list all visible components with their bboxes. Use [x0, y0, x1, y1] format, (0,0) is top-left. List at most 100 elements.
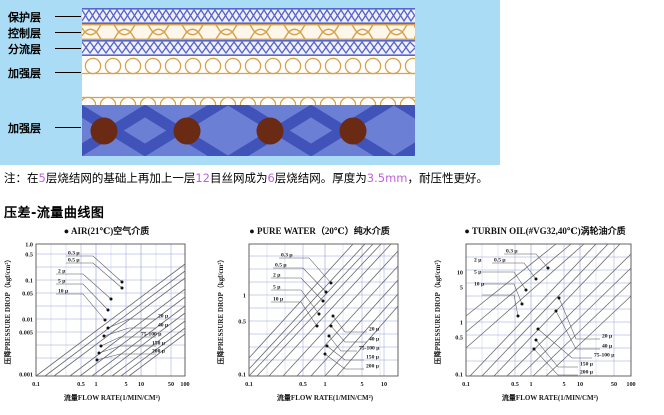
chart-air-ytick-4: 0.01 — [22, 317, 33, 324]
chart-water-xtick-2: 1 — [323, 381, 326, 388]
chart-air-label-3: 5 μ — [58, 279, 66, 285]
leader-line-diversion — [55, 48, 81, 49]
note-suffix: ，耐压性更好。 — [407, 171, 489, 185]
note-value-thickness: 3.5mm — [366, 171, 408, 185]
leader-line-reinforce-lower — [55, 127, 81, 128]
chart-air-xlabel: 流量FLOW RATE(1/MIN/CM²) — [64, 393, 161, 402]
chart-air-xtick-4: 10 — [138, 381, 144, 388]
diversion-layer-band — [82, 40, 415, 56]
chart-water-xtick-0: 0.1 — [245, 381, 253, 388]
chart-water-label-3: 5 μ — [273, 285, 281, 291]
bullet-icon: ● — [63, 226, 70, 236]
layer-label-diversion: 分流层 — [8, 43, 41, 56]
chart-air-label-1: 0.5 μ — [68, 258, 80, 264]
chart-turbine-oil-title-text: TURBIN OIL(#VG32,40℃)涡轮油介质 — [471, 226, 626, 236]
chart-water-label-6: 40 μ — [369, 337, 380, 343]
chart-air-title: ● AIR(21℃)空气介质 — [0, 224, 213, 237]
control-layer-band — [82, 24, 415, 40]
chart-oil-label-1: 0.5 μ — [494, 258, 506, 264]
chart-water-label-0: 0.3 μ — [281, 253, 293, 259]
chart-oil-xtick-4: 10 — [577, 381, 583, 388]
chart-air-ylabel: 压降PRESSURE DROP（kgf/cm²） — [3, 256, 12, 365]
chart-water-xtick-1: 0.5 — [299, 381, 307, 388]
chart-air-xtick-1: 0.5 — [77, 381, 85, 388]
chart-air-plot: 0.3 μ 0.5 μ 2 μ 5 μ 10 μ 20 μ 40 μ 75-10… — [3, 242, 190, 403]
chart-air-label-7: 75-100 μ — [141, 332, 162, 338]
chart-oil-xtick-2: 1 — [529, 381, 532, 388]
chart-air-xtick-2: 1 — [94, 381, 97, 388]
note-value-5layer: 5 — [38, 171, 46, 185]
chart-oil-label-5: 20 μ — [602, 334, 613, 340]
chart-water-xtick-4: 10 — [381, 381, 387, 388]
leader-line-control — [55, 32, 81, 33]
chart-air-xtick-6: 100 — [180, 381, 189, 388]
note-value-12mesh: 12 — [195, 171, 210, 185]
chart-oil-ytick-0: 0.1 — [455, 372, 463, 379]
chart-oil-ylabel: 压降PRESSURE DROP（kgf/cm²） — [433, 256, 442, 365]
reinforcement-lower-weave-band — [82, 105, 415, 156]
chart-water-label-8: 150 μ — [366, 355, 380, 361]
reinforcement-upper-gap — [82, 76, 415, 95]
chart-water-xtick-3: 5 — [360, 381, 363, 388]
mesh-cross-section-panel: 保护层 控制层 分流层 加强层 加强层 — [0, 0, 500, 165]
chart-turbine-oil-plot: 0.3 μ 0.5 μ 2 μ 5 μ 10 μ 20 μ 40 μ 75-10… — [433, 243, 636, 402]
section-heading-pressure-flow-curves: 压差-流量曲线图 — [4, 206, 105, 221]
chart-water-label-7: 75-100 μ — [359, 346, 380, 352]
chart-air-label-2: 2 μ — [58, 269, 66, 275]
chart-oil-xtick-5: 50 — [611, 381, 617, 388]
chart-air-label-8: 150 μ — [152, 341, 166, 347]
chart-air-label-5: 20 μ — [158, 314, 169, 320]
chart-oil-label-3: 5 μ — [474, 270, 482, 276]
chart-water-label-9: 200 μ — [366, 364, 380, 370]
note-mid-2: 目丝网成为 — [209, 171, 268, 185]
chart-air-ytick-1: 0.5 — [25, 252, 33, 259]
chart-water-ytick-0: 1 — [243, 293, 246, 300]
chart-water-ytick-1: 0.5 — [238, 319, 246, 326]
chart-air-ytick-2: 0.1 — [25, 278, 33, 285]
bullet-icon: ● — [249, 226, 255, 236]
note-mid-1: 层烧结网的基础上再加上一层 — [45, 171, 196, 185]
note-mid-3: 层烧结网。厚度为 — [274, 171, 367, 185]
leader-line-protective — [55, 16, 81, 17]
chart-air-ytick-3: 0.05 — [22, 291, 33, 298]
chart-oil-ytick-4: 10 — [457, 270, 463, 277]
chart-water-label-2: 2 μ — [273, 273, 281, 279]
chart-turbine-oil: ● TURBIN OIL(#VG32,40℃)涡轮油介质 — [426, 222, 664, 415]
chart-oil-label-2: 2 μ — [474, 258, 482, 264]
chart-air-ytick-6: 0.001 — [19, 372, 33, 379]
chart-water-label-4: 10 μ — [273, 297, 284, 303]
chart-air-title-text: AIR(21℃)空气介质 — [70, 226, 150, 236]
chart-air-label-9: 200 μ — [152, 349, 166, 355]
chart-oil-xtick-0: 0.1 — [462, 381, 470, 388]
bullet-icon: ● — [464, 226, 470, 236]
note-line: 注：在5层烧结网的基础上再加上一层12目丝网成为6层烧结网。厚度为3.5mm，耐… — [4, 170, 660, 186]
chart-oil-ytick-3: 5 — [460, 285, 463, 292]
chart-air-ytick-5: 0.005 — [19, 330, 33, 337]
reinforcement-upper-ring-row — [82, 56, 415, 76]
chart-air-xtick-5: 50 — [168, 381, 174, 388]
chart-water-ytick-2: 0.1 — [238, 372, 246, 379]
layer-label-reinforce-upper: 加强层 — [8, 67, 41, 80]
chart-air-label-0: 0.3 μ — [68, 251, 80, 257]
chart-air-xtick-3: 5 — [124, 381, 127, 388]
charts-row: ● AIR(21℃)空气介质 — [0, 222, 664, 415]
chart-oil-label-6: 40 μ — [602, 344, 613, 350]
chart-pure-water-title-text: PURE WATER（20℃）纯水介质 — [256, 226, 390, 236]
note-value-6layer: 6 — [267, 171, 275, 185]
chart-turbine-oil-title: ● TURBIN OIL(#VG32,40℃)涡轮油介质 — [426, 224, 664, 237]
chart-oil-label-0: 0.3 μ — [506, 249, 518, 255]
chart-oil-label-9: 200 μ — [580, 370, 594, 376]
chart-oil-ytick-2: 1 — [460, 320, 463, 327]
chart-oil-label-7: 75-100 μ — [594, 353, 615, 359]
chart-water-ylabel: 压降PRESSURE DROP（kgf/cm²） — [216, 256, 225, 365]
note-prefix: 注：在 — [4, 171, 39, 185]
chart-oil-xtick-6: 100 — [626, 381, 635, 388]
chart-pure-water-plot: 0.3 μ 0.5 μ 2 μ 5 μ 10 μ 20 μ 40 μ 75-10… — [216, 243, 399, 402]
chart-air-label-6: 40 μ — [158, 323, 169, 329]
chart-air-ytick-0: 1.0 — [25, 242, 33, 249]
leader-line-reinforce-upper — [55, 72, 81, 73]
chart-oil-xtick-3: 5 — [562, 381, 565, 388]
chart-oil-label-8: 150 μ — [580, 362, 594, 368]
chart-water-label-5: 20 μ — [369, 327, 380, 333]
chart-pure-water: ● PURE WATER（20℃）纯水介质 — [213, 222, 426, 415]
